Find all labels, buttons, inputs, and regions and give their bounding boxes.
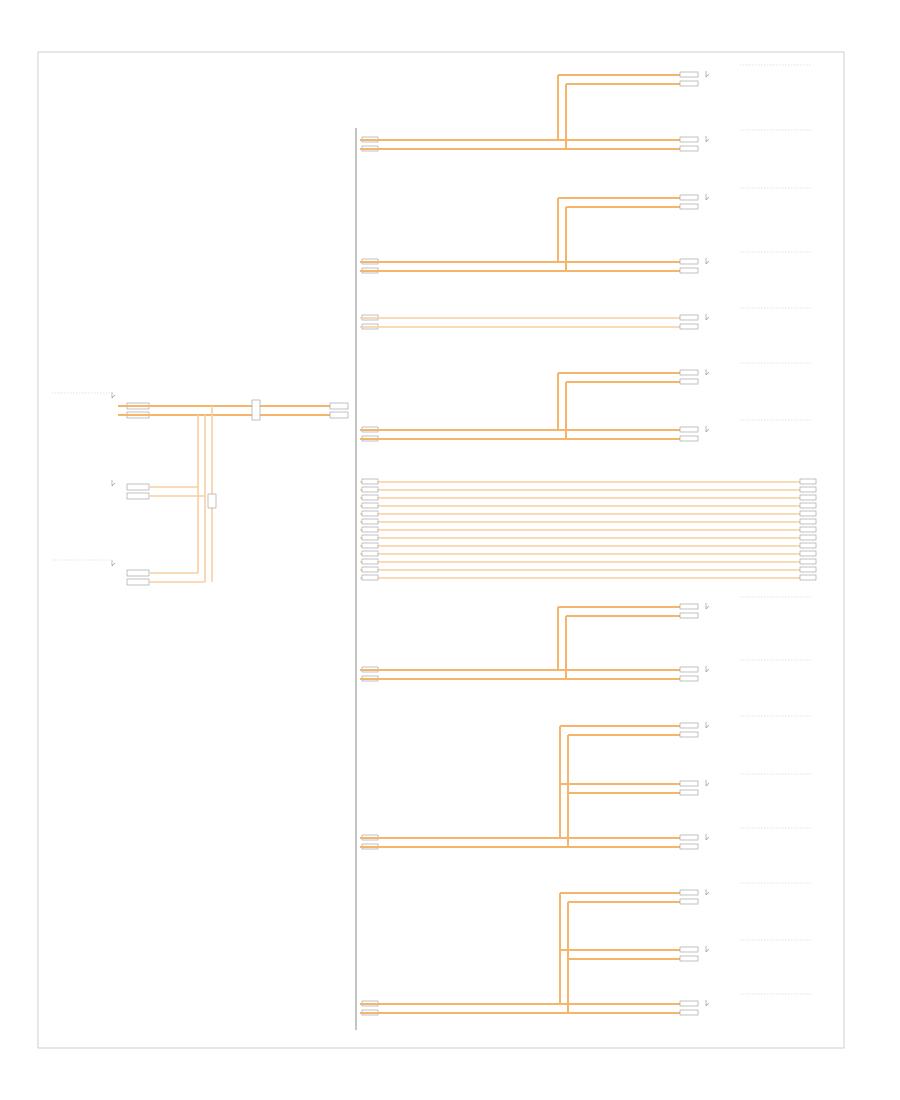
bus-branch [360,307,812,330]
bus-branch [360,64,812,152]
bus-branch [360,596,812,682]
steering-module-component [52,559,205,586]
instrument-cluster-component [52,392,349,419]
bus-branch [360,362,812,442]
harness-line [360,526,817,533]
harness-line [360,510,817,517]
harness-line [360,574,817,581]
harness-line [360,542,817,549]
bus-branch [360,187,812,274]
harness-line [360,566,817,573]
harness-line [360,550,817,557]
touch-screen-component [111,480,205,500]
harness-line [360,494,817,501]
harness-line [360,534,817,541]
bus-branches [360,64,812,1016]
diagram-frame [37,51,845,1049]
harness-line [360,518,817,525]
left-splice-harness [197,399,261,582]
harness-line [360,486,817,493]
harness-bundle [360,478,817,581]
harness-line [360,502,817,509]
bus-branch [360,882,812,1016]
harness-line [360,558,817,565]
harness-line [360,478,817,485]
bus-branch [360,715,812,850]
